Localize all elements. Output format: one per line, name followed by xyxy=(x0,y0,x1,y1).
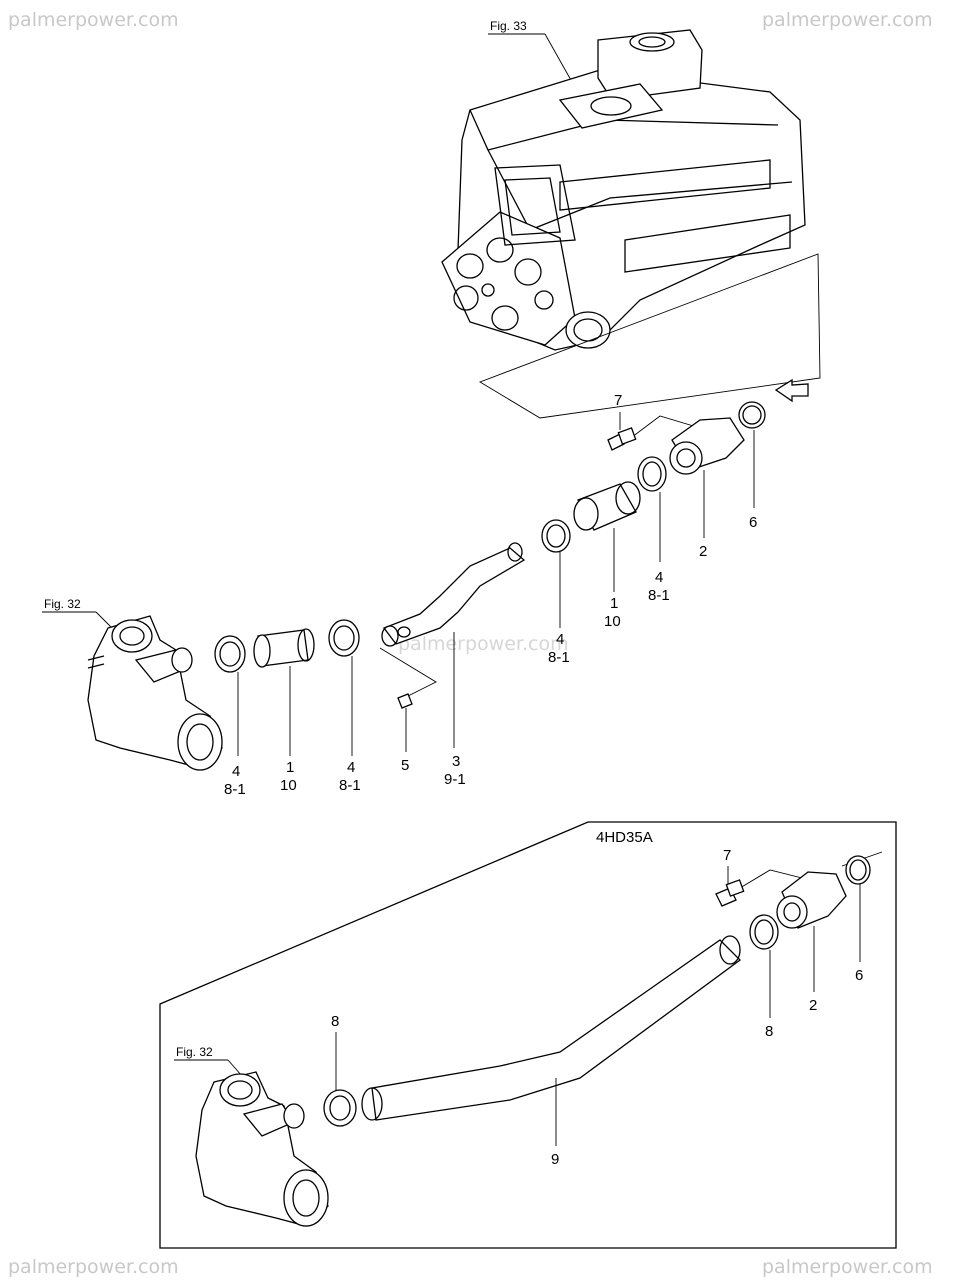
fig32-top-label: Fig. 32 xyxy=(44,597,81,611)
hose-part-1-upper xyxy=(573,481,641,531)
callout-top-6: 6 xyxy=(749,514,757,531)
callout-top-1a-sub: 10 xyxy=(604,613,621,630)
fig33-label: Fig. 33 xyxy=(490,19,527,33)
hose-clamp-left-a xyxy=(214,635,246,673)
inset-model-label: 4HD35A xyxy=(596,829,653,846)
long-hose-part-9 xyxy=(371,939,741,1121)
callout-inset-2: 2 xyxy=(809,997,817,1014)
callout-inset-6: 6 xyxy=(855,967,863,984)
hose-clamp-top-right xyxy=(637,456,667,492)
inset-4hd35a: 4HD35A Fig. 32 xyxy=(159,821,897,1249)
callout-top-1b-sub: 10 xyxy=(280,777,297,794)
top-hose-assembly xyxy=(214,401,766,709)
water-pipe-part-3 xyxy=(382,547,526,645)
hose-clamp-left-b xyxy=(328,619,360,657)
watermark-bottom-left: palmerpower.com xyxy=(8,1256,179,1278)
callout-top-1b: 1 xyxy=(286,759,294,776)
callout-inset-7: 7 xyxy=(723,847,731,864)
callout-top-3: 3 xyxy=(452,753,460,770)
callout-inset-8-left: 8 xyxy=(331,1013,339,1030)
callout-top-4d: 4 xyxy=(232,763,240,780)
callout-top-1a: 1 xyxy=(610,595,618,612)
bolt-part-7 xyxy=(607,427,637,451)
hose-clamp-top-mid xyxy=(541,519,571,553)
watermark-top-right: palmerpower.com xyxy=(762,9,933,31)
inset-frame xyxy=(159,821,897,1249)
callout-inset-8-right: 8 xyxy=(765,1023,773,1040)
watermark-center: palmerpower.com xyxy=(398,633,569,655)
hose-part-1-lower xyxy=(253,628,315,668)
top-callouts: 7 2 6 4 8-1 1 10 4 8-1 3 9-1 5 4 8-1 1 1… xyxy=(224,392,757,798)
water-outlet-part-2 xyxy=(669,417,745,475)
watermark-bottom-right: palmerpower.com xyxy=(762,1256,933,1278)
callout-top-4c-sub: 8-1 xyxy=(339,777,361,794)
callout-top-4d-sub: 8-1 xyxy=(224,781,246,798)
callout-top-4b-sub: 8-1 xyxy=(548,649,570,666)
fig32-bottom-label: Fig. 32 xyxy=(176,1045,213,1059)
callout-top-2: 2 xyxy=(699,543,707,560)
callout-top-3-sub: 9-1 xyxy=(444,771,466,788)
callout-top-4c: 4 xyxy=(347,759,355,776)
plug-part-5 xyxy=(397,693,413,709)
hose-clamp-part-8-left xyxy=(323,1089,357,1127)
callout-top-4b: 4 xyxy=(556,631,564,648)
callout-top-5: 5 xyxy=(401,757,409,774)
exhaust-manifold-drawing: Fig. 33 xyxy=(441,19,821,419)
callout-top-4a-sub: 8-1 xyxy=(648,587,670,604)
watermark-top-left: palmerpower.com xyxy=(8,9,179,31)
callout-top-4a: 4 xyxy=(655,569,663,586)
water-pump-drawing-inset: Fig. 32 xyxy=(174,1045,329,1227)
callout-inset-9: 9 xyxy=(551,1151,559,1168)
water-pump-drawing-top: Fig. 32 xyxy=(42,597,223,771)
callout-top-7: 7 xyxy=(614,392,622,409)
